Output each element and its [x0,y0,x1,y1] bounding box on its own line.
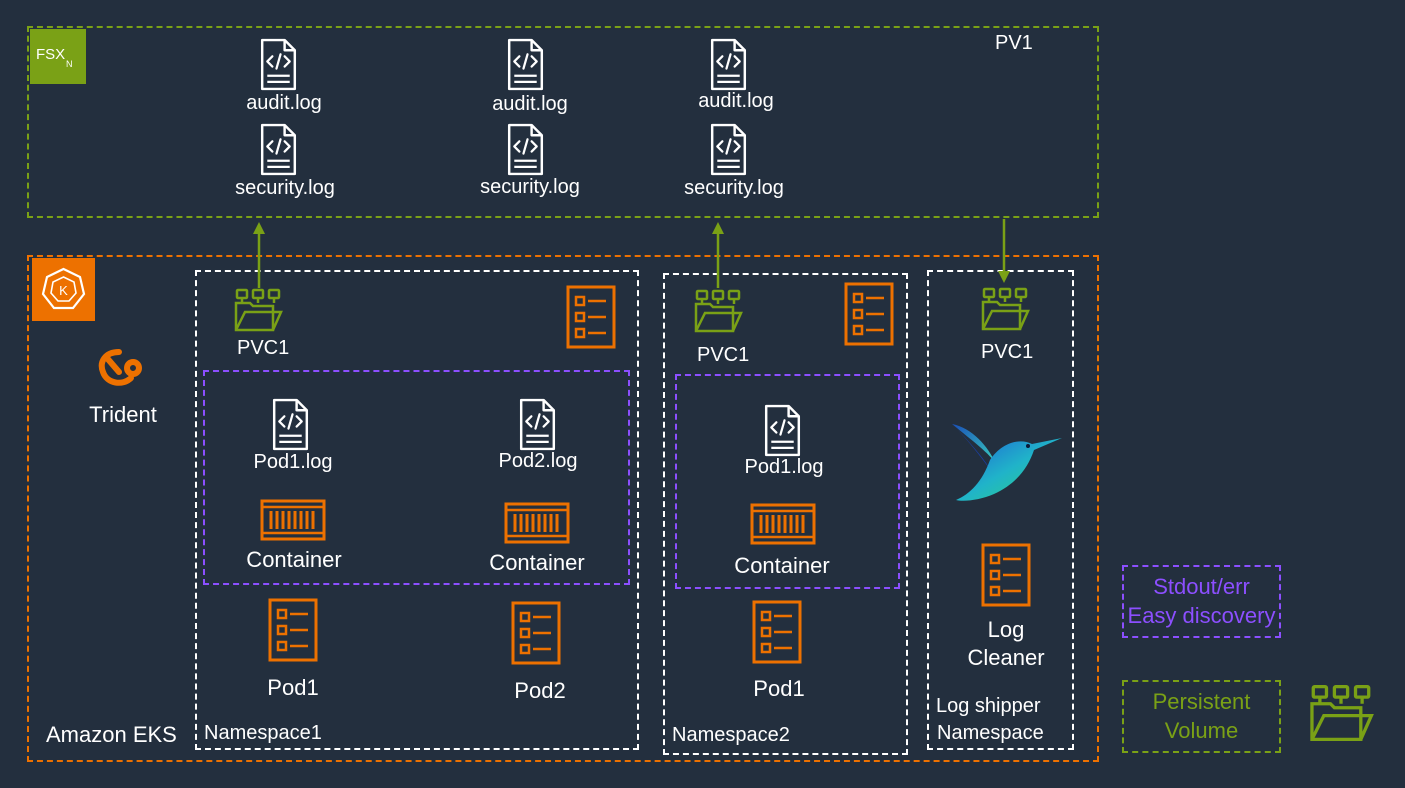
pod2-log-label: Pod2.log [498,450,578,472]
namespace-label: Namespace [937,722,1044,744]
trident-icon [98,349,142,386]
namespace1-label: Namespace1 [204,722,322,744]
legend-stdout-line1: Stdout/err [1153,574,1250,599]
security-log-label: security.log [480,176,580,198]
legend-pv-line2: Volume [1164,718,1239,743]
pod1-label: Pod1 [267,675,319,700]
container-label: Container [489,550,585,575]
legend-persistent-volume-box [1122,680,1281,753]
pvc1-label: PVC1 [981,341,1034,363]
pod1-label: Pod1 [753,676,805,701]
container-label: Container [734,553,830,578]
legend-stdout-box [1122,565,1281,638]
security-log-label: security.log [684,177,784,199]
log-cleaner-label-line1: Log [987,617,1025,642]
persistent-volume-pv1 [27,26,1099,218]
namespace2-label: Namespace2 [672,724,790,746]
audit-log-label: audit.log [246,92,322,114]
namespace1-box [195,270,639,750]
pvc1-label: PVC1 [237,337,290,359]
trident-label: Trident [89,402,157,427]
fluentbit-hummingbird-icon [952,424,1062,501]
stdout-stderr-box [675,374,900,589]
amazon-eks-label: Amazon EKS [46,722,177,747]
legend-pvc-icon [1308,683,1374,743]
pvc1-label: PVC1 [697,344,750,366]
fsx-icon: FSX N [30,29,86,84]
legend-pv-line1: Persistent [1152,689,1251,714]
log-cleaner-label-line2: Cleaner [967,645,1045,670]
audit-log-label: audit.log [698,90,774,112]
pv1-label: PV1 [995,32,1033,54]
legend-stdout-text: Stdout/err Easy discovery [1120,572,1283,630]
security-log-label: security.log [235,177,335,199]
log-shipper-label: Log shipper [936,695,1041,717]
legend-stdout-line2: Easy discovery [1127,603,1276,628]
namespace2-box [663,273,908,755]
pod2-label: Pod2 [514,678,566,703]
container-label: Container [246,547,342,572]
legend-persistent-volume-text: Persistent Volume [1122,687,1281,745]
kubernetes-icon: K [32,258,95,321]
pod1-log-label: Pod1.log [253,451,333,473]
stdout-stderr-box [203,370,630,585]
audit-log-label: audit.log [492,93,568,115]
fsx-icon-text: FSX [36,46,66,63]
pod1-log-label: Pod1.log [744,456,824,478]
amazon-eks-cluster [27,255,1099,762]
svg-text:K: K [59,283,68,298]
